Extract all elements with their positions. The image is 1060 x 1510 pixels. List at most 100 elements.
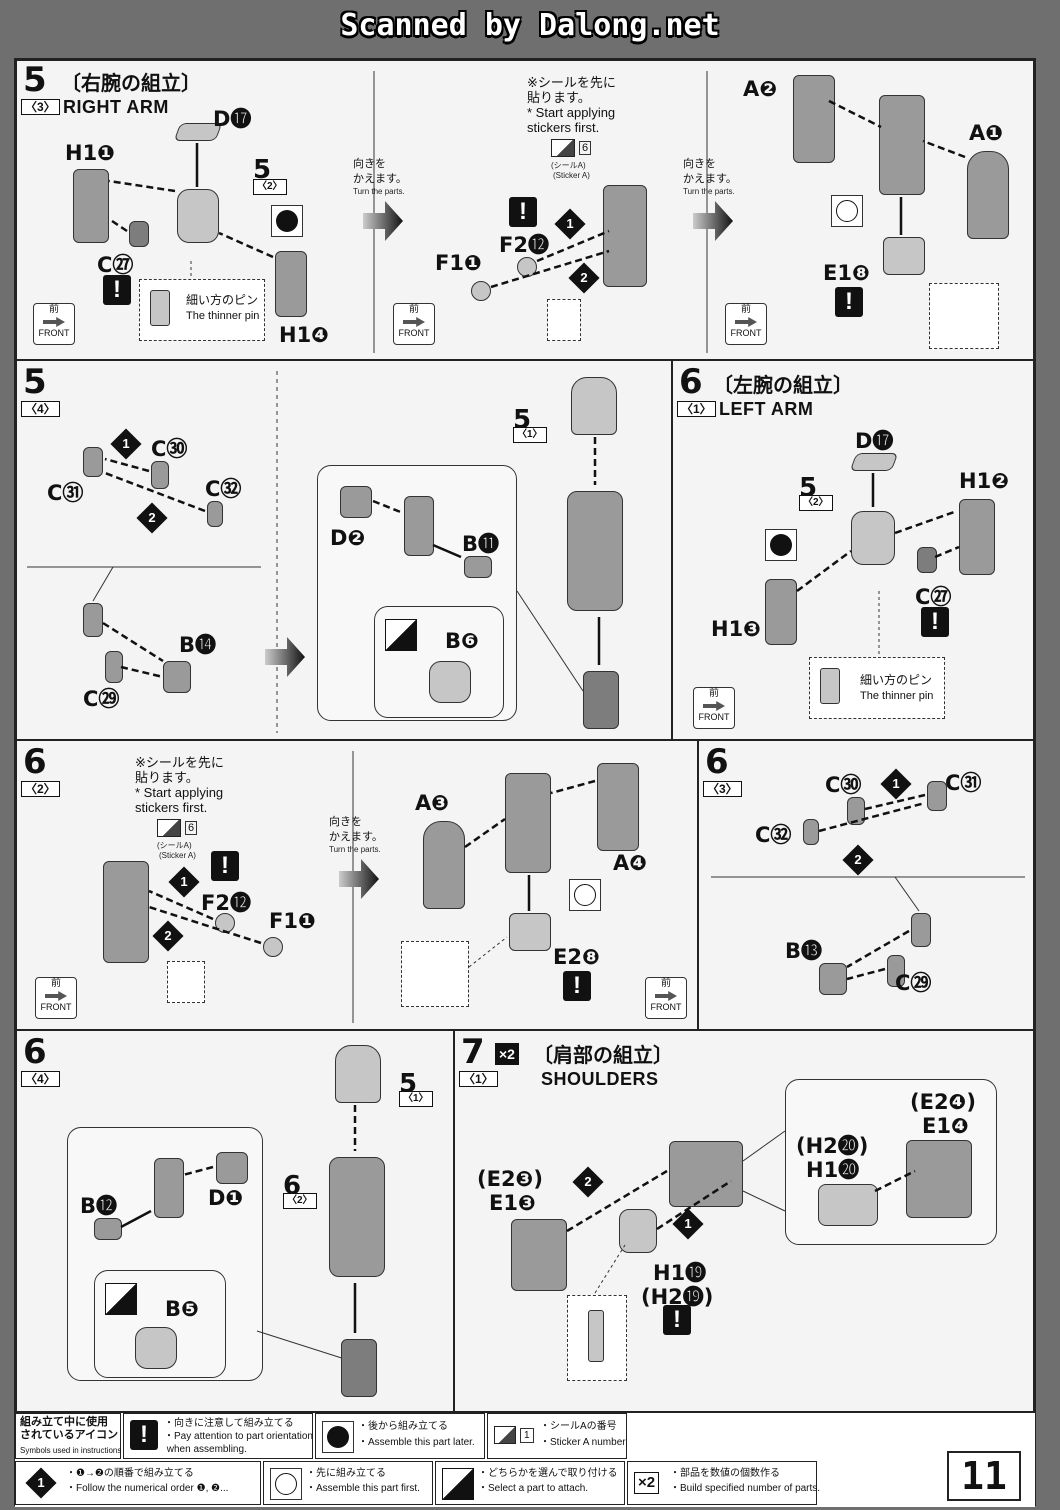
step-substep: 〈3〉 [703, 781, 742, 797]
assemble-first-icon [569, 879, 601, 911]
assemble-later-icon [765, 529, 797, 561]
step-substep: 〈1〉 [459, 1071, 498, 1087]
legend-warning: ! ・向きに注意して組み立てる ・Pay attention to part o… [123, 1413, 313, 1459]
label-c32: C㉜ [755, 823, 792, 847]
assemble-first-icon [270, 1468, 302, 1500]
legend-multiply-en: ・Build specified number of parts. [670, 1483, 821, 1494]
part-upper-arm [567, 491, 623, 611]
pin-detail-part [820, 668, 840, 704]
pin-text-en: The thinner pin [186, 310, 260, 322]
turn-arrow [339, 859, 379, 899]
label-b14: B⓮ [179, 633, 217, 657]
legend-sticker: 1 ・シールAの番号 ・Sticker A number [487, 1413, 627, 1459]
turn-parts-en: Turn the parts. [683, 187, 735, 196]
label-e1-8: E1❽ [823, 261, 870, 285]
legend-first: ・先に組み立てる ・Assemble this part first. [263, 1461, 433, 1505]
label-b6: B❻ [445, 629, 479, 653]
page-number: 11 [947, 1451, 1021, 1501]
panel-6-1-left-arm: 6 〈1〉 〔左腕の組立〕 LEFT ARM D⓱ 5 〈2〉 H1❷ C㉗ !… [671, 359, 1035, 741]
order-step-1: 1 [554, 208, 586, 240]
step-title-jp: 〔左腕の組立〕 [713, 373, 853, 397]
sticker-a-en: (Sticker A) [553, 171, 590, 180]
sticker-icon [551, 139, 575, 157]
part-f2-12 [517, 257, 537, 277]
label-c29: C㉙ [83, 687, 120, 711]
part-c32 [207, 501, 223, 527]
part-f1-1 [471, 281, 491, 301]
order-step-2: 2 [572, 1166, 604, 1198]
part-detail-callout [929, 283, 999, 349]
assemble-later-icon [271, 205, 303, 237]
warning-icon: ! [211, 851, 239, 881]
step-substep: 〈2〉 [21, 781, 60, 797]
pin-text-jp: 細い方のピン [860, 673, 933, 687]
scan-watermark-header: Scanned by Dalong.net [340, 8, 720, 43]
part-c30 [847, 797, 865, 825]
part-b13 [819, 963, 847, 995]
legend-sticker-sample: 1 [520, 1428, 534, 1443]
sticker-number: 6 [185, 821, 198, 835]
step-number: 7 [461, 1032, 485, 1072]
pin-callout: 細い方のピン The thinner pin [809, 657, 945, 719]
choose-part-icon [105, 1283, 137, 1315]
build-count-badge: ×2 [495, 1043, 519, 1065]
legend-title-en: Symbols used in instructions [20, 1446, 122, 1455]
warning-icon: ! [103, 275, 131, 305]
label-b13: B⓭ [785, 939, 823, 963]
choose-part-icon [442, 1468, 474, 1500]
turn-arrow [363, 201, 403, 241]
legend-order-jp: ・❶→❷の順番で組み立てる [66, 1468, 194, 1479]
assemble-later-icon [322, 1421, 354, 1453]
part-pin-c27 [129, 221, 149, 247]
sticker-icon [494, 1426, 516, 1444]
label-b11: B⓫ [462, 532, 500, 556]
legend-multiply-jp: ・部品を数値の個数作る [670, 1468, 780, 1479]
part-b12 [94, 1218, 122, 1240]
pin-callout: 細い方のピン The thinner pin [139, 279, 265, 341]
part-detail-callout [167, 961, 205, 1003]
legend-first-jp: ・先に組み立てる [306, 1468, 386, 1479]
part-shoulder-joint [335, 1045, 381, 1103]
choice-subframe: B❻ [374, 606, 504, 718]
part-hand-frame [154, 1158, 184, 1218]
part-hand-joint [83, 603, 103, 637]
step-number: 6 [679, 362, 703, 402]
part-a1-shell [967, 151, 1009, 239]
label-f1-1: F1❶ [435, 251, 482, 275]
legend-later-en: ・Assemble this part later. [358, 1437, 475, 1448]
part-e2-8 [509, 913, 551, 951]
shoulder-detail-frame: (E2❹) E1❹ (H2⓴) H1⓴ [785, 1079, 997, 1245]
warning-icon: ! [921, 607, 949, 637]
label-d1: D❶ [208, 1186, 244, 1210]
part-b11 [464, 556, 492, 578]
order-step-1: 1 [110, 428, 142, 460]
label-c31: C㉛ [47, 481, 84, 505]
sticker-first-jp: ※シールを先に 貼ります。 [135, 755, 224, 785]
part-d2 [340, 486, 372, 518]
assemble-first-icon [831, 195, 863, 227]
label-h1-3: H1❸ [711, 617, 761, 641]
part-shoulder-armor-e13 [511, 1219, 567, 1291]
part-c29 [105, 651, 123, 683]
legend-multiply: ×2 ・部品を数値の個数作る ・Build specified number o… [627, 1461, 821, 1505]
label-h2-20: (H2⓴) [796, 1134, 869, 1158]
part-hand-joint [911, 913, 931, 947]
part-assembled-arm [879, 95, 925, 195]
label-f2-12: F2⓬ [499, 233, 549, 257]
turn-parts-en: Turn the parts. [353, 187, 405, 196]
part-b14 [163, 661, 191, 693]
label-c29: C㉙ [895, 971, 932, 995]
label-c27: C㉗ [97, 253, 134, 277]
sticker-first-jp: ※シールを先に 貼ります。 [527, 75, 616, 105]
part-f2-12 [215, 913, 235, 933]
part-f1-1 [263, 937, 283, 957]
label-b5: B❺ [165, 1297, 199, 1321]
sticker-a-en: (Sticker A) [159, 851, 196, 860]
warning-icon: ! [835, 287, 863, 317]
label-a1: A❶ [969, 121, 1004, 145]
order-step-2: 2 [568, 262, 600, 294]
